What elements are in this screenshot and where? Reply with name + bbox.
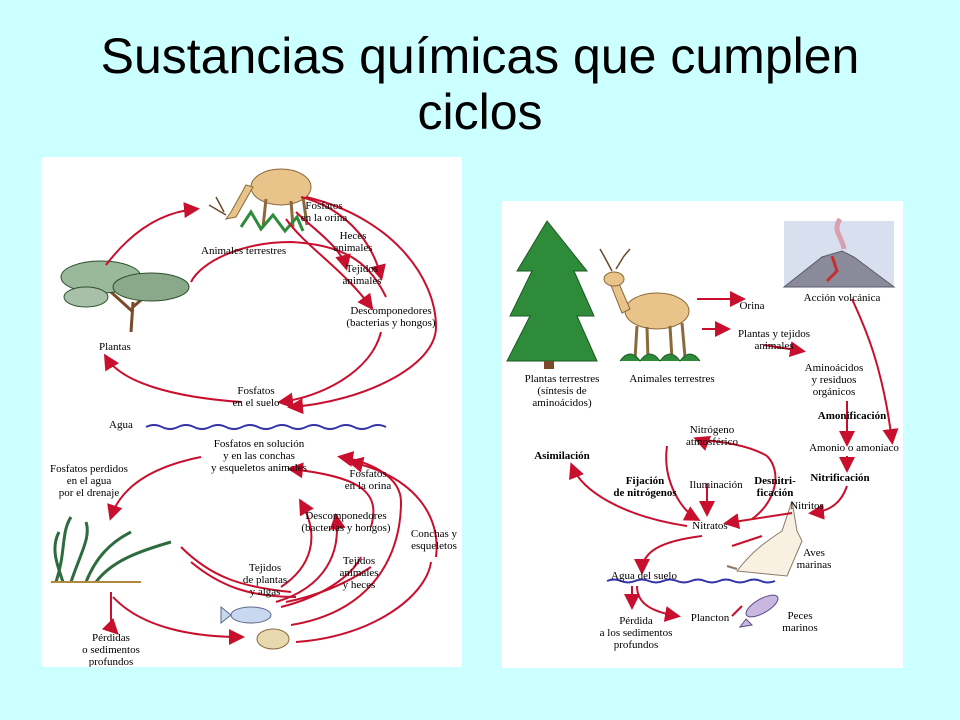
label-conchas-1: Conchas y <box>411 528 458 540</box>
fish-shell-illustration <box>220 605 290 650</box>
label-fosfatos-orina-1: Fosfatos <box>305 200 342 212</box>
seaweed-illustration <box>51 516 172 583</box>
label-perdidos-1: Fosfatos perdidos <box>50 463 128 475</box>
label-desnitrificacion-2: ficación <box>757 487 794 499</box>
label-fosfatos-orina-2: en la orina <box>301 212 348 224</box>
label-tejidos-plantas-2: de plantas <box>243 574 287 586</box>
label-fosfatos-orina-acuatica-1: Fosfatos <box>349 468 386 480</box>
label-animales-terrestres: Animales terrestres <box>629 373 714 385</box>
label-plantas-terrestres-2: (síntesis de <box>537 385 586 397</box>
label-nitratos: Nitratos <box>692 520 727 532</box>
label-aves-2: marinas <box>797 559 832 571</box>
label-heces-2: animales <box>333 242 372 254</box>
label-descomponedores-1: Descomponedores <box>350 305 431 317</box>
label-plantas-terrestres-3: aminoácidos) <box>532 397 592 409</box>
label-tejidos-plantas-3: y algas <box>250 586 281 598</box>
tree-illustration <box>506 220 598 369</box>
label-tejidos-2: animales <box>342 275 381 287</box>
label-plantas-tejidos-2: animales <box>754 340 793 352</box>
label-aminoacidos-2: y residuos <box>812 374 857 386</box>
aquatic-arrows <box>101 451 438 645</box>
label-peces-1: Peces <box>787 610 812 622</box>
nitrogen-cycle-diagram: Acción volcánica Orina Plantas y tejidos… <box>506 217 899 651</box>
label-perdidas-3: profundos <box>89 656 134 667</box>
label-perdida-2: a los sedimentos <box>600 627 673 639</box>
label-fosfatos-orina-acuatica-2: en la orina <box>345 480 392 492</box>
label-plantas-tejidos-1: Plantas y tejidos <box>738 328 810 340</box>
label-fosfatos-solucion-1: Fosfatos en solución <box>214 438 305 450</box>
label-asimilacion: Asimilación <box>534 450 590 462</box>
label-tejidos-1: Tejidos <box>346 263 378 275</box>
label-plantas: Plantas <box>99 341 131 353</box>
label-iluminacion: Iluminación <box>689 479 743 491</box>
label-tejidos-animales-3: y heces <box>343 579 376 591</box>
label-nitrogeno-1: Nitrógeno <box>690 424 735 436</box>
label-nitrificacion: Nitrificación <box>810 472 869 484</box>
label-tejidos-animales-1: Tejidos <box>343 555 375 567</box>
phosphorus-cycle-diagram: Animales terrestres Fosfatos en la orina… <box>50 168 458 667</box>
title-line-2: ciclos <box>417 84 543 140</box>
label-perdidas-2: o sedimentos <box>82 644 140 656</box>
label-tejidos-animales-2: animales <box>339 567 378 579</box>
label-plantas-terrestres-1: Plantas terrestres <box>525 373 600 385</box>
label-fosfatos-suelo-2: en el suelo <box>232 397 280 409</box>
phosphorus-cycle-panel: Animales terrestres Fosfatos en la orina… <box>41 157 462 667</box>
fish-illustration <box>738 594 779 628</box>
water-line <box>606 578 776 584</box>
label-desnitrificacion-1: Desnitri- <box>754 475 796 487</box>
deer-illustration <box>208 168 312 234</box>
label-aminoacidos-3: orgánicos <box>813 386 856 398</box>
label-plancton: Plancton <box>691 612 730 624</box>
label-peces-2: marinos <box>782 622 817 634</box>
label-heces-1: Heces <box>340 230 367 242</box>
label-tejidos-plantas-1: Tejidos <box>249 562 281 574</box>
label-amonio: Amonio o amoníaco <box>809 442 899 454</box>
label-fosfatos-suelo-1: Fosfatos <box>237 385 274 397</box>
label-descomponedores-2: (bacterias y hongos) <box>346 317 436 329</box>
label-aves-1: Aves <box>803 547 825 559</box>
label-nitrogeno-2: atmosférico <box>686 436 738 448</box>
label-descomponedores-acuaticos-1: Descomponedores <box>305 510 386 522</box>
nitrogen-cycle-panel: Acción volcánica Orina Plantas y tejidos… <box>502 201 903 668</box>
label-fosfatos-solucion-2: y en las conchas <box>223 450 295 462</box>
terrestrial-arrows <box>103 196 438 415</box>
label-perdida-3: profundos <box>614 639 659 651</box>
deer-illustration <box>599 248 701 362</box>
label-conchas-2: esqueletos <box>411 540 457 552</box>
label-agua-suelo: Agua del suelo <box>611 570 677 582</box>
slide-title: Sustancias químicas que cumplen ciclos <box>0 28 960 140</box>
label-perdidas-1: Pérdidas <box>92 632 130 644</box>
label-amonificacion: Amonificación <box>818 410 886 422</box>
label-fosfatos-solucion-3: y esqueletos animales <box>211 462 307 474</box>
label-descomponedores-acuaticos-2: (bacterias y hongos) <box>301 522 391 534</box>
label-perdidos-2: en el agua <box>67 475 112 487</box>
volcano-illustration <box>782 217 896 288</box>
seabird-illustration <box>726 500 803 577</box>
label-perdidos-3: por el drenaje <box>59 487 120 499</box>
title-line-1: Sustancias químicas que cumplen <box>100 28 860 84</box>
label-fijacion-2: de nitrógenos <box>613 487 677 499</box>
label-agua: Agua <box>109 419 133 431</box>
label-accion-volcanica: Acción volcánica <box>804 292 881 304</box>
water-line <box>145 424 387 430</box>
label-aminoacidos-1: Aminoácidos <box>805 362 864 374</box>
plant-illustration <box>60 260 190 333</box>
label-perdida-1: Pérdida <box>619 615 653 627</box>
label-nitritos: Nitritos <box>790 500 824 512</box>
label-fijacion-1: Fijación <box>626 475 665 487</box>
label-animales-terrestres: Animales terrestres <box>201 245 286 257</box>
label-orina: Orina <box>739 300 764 312</box>
nitrogen-arrows <box>569 291 899 622</box>
